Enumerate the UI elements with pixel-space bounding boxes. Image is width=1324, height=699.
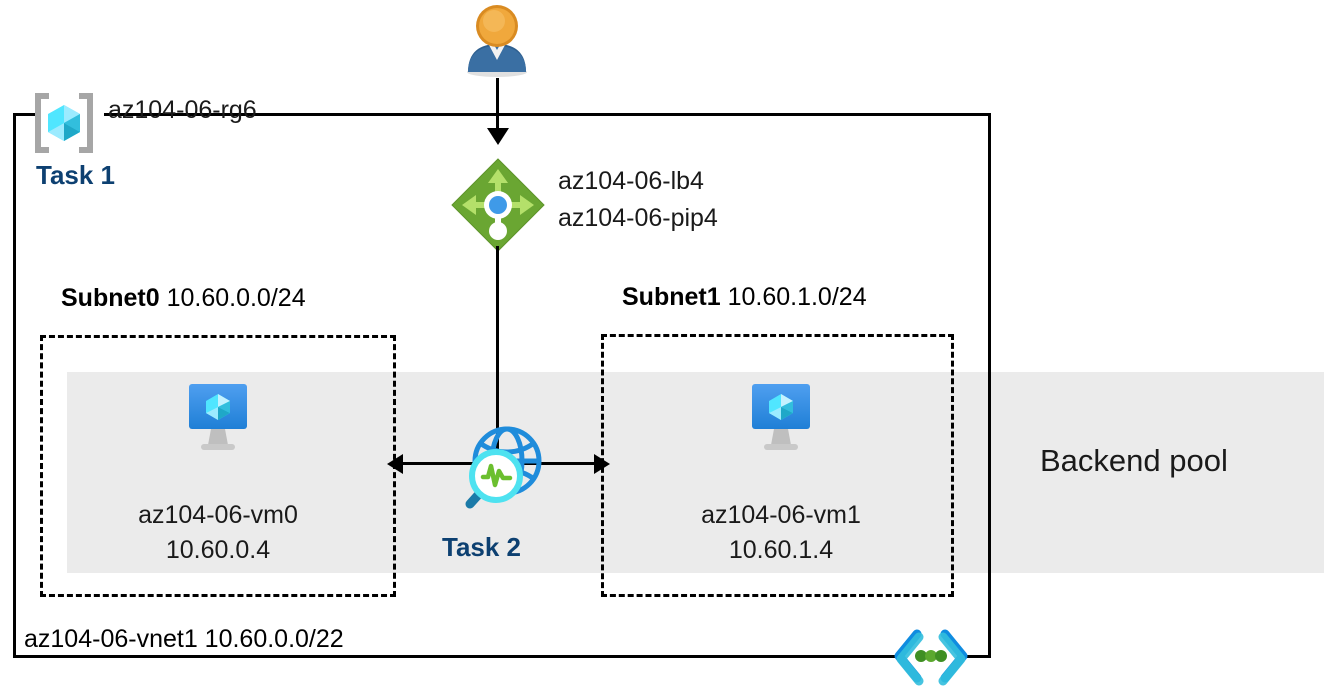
user-to-lb-arrowhead (487, 128, 509, 145)
virtual-network-icon (893, 626, 969, 686)
subnet0-title: Subnet0 10.60.0.0/24 (61, 284, 306, 313)
backend-pool-label: Backend pool (1040, 443, 1228, 478)
task-2-label: Task 2 (442, 532, 522, 562)
virtual-machine-icon (740, 382, 822, 456)
resource-group-border-top-right (104, 113, 991, 116)
subnet1-name: Subnet1 (622, 283, 721, 311)
virtual-machine-icon (177, 382, 259, 456)
backend-pool-band (67, 372, 1324, 573)
resource-group-border-bottom-left (13, 655, 895, 658)
resource-group-border-bottom-right (966, 655, 991, 658)
subnet0-name: Subnet0 (61, 284, 160, 312)
vnet-label: az104-06-vnet1 10.60.0.0/22 (24, 625, 344, 653)
load-balancer-labels: az104-06-lb4 az104-06-pip4 (558, 163, 718, 237)
load-balancer-name: az104-06-lb4 (558, 167, 704, 195)
resource-group-name: az104-06-rg6 (108, 96, 257, 124)
subnet1-cidr: 10.60.1.0/24 (727, 283, 867, 311)
public-ip-name: az104-06-pip4 (558, 204, 718, 232)
vm1-name: az104-06-vm1 (701, 501, 861, 529)
resource-group-icon (33, 92, 95, 154)
subnet0-cidr: 10.60.0.0/24 (166, 284, 306, 312)
resource-group-border-right (988, 113, 991, 658)
subnet-connectivity-arrowhead-right (594, 454, 610, 474)
vm0-labels: az104-06-vm0 10.60.0.4 (68, 498, 368, 568)
vm1-labels: az104-06-vm1 10.60.1.4 (631, 498, 931, 568)
task-1-label: Task 1 (36, 160, 116, 190)
vm0-ip: 10.60.0.4 (165, 536, 271, 564)
vm1-ip: 10.60.1.4 (728, 536, 834, 564)
user-icon (458, 2, 536, 78)
lb-to-network-line (496, 246, 499, 468)
load-balancer-icon (448, 155, 548, 255)
user-to-lb-line (496, 78, 499, 134)
resource-group-border-left (13, 113, 16, 658)
network-watcher-icon (452, 420, 548, 516)
resource-group-border-top-left (13, 113, 35, 116)
subnet1-title: Subnet1 10.60.1.0/24 (622, 283, 867, 312)
vm0-name: az104-06-vm0 (138, 501, 298, 529)
subnet-connectivity-arrowhead-left (387, 454, 403, 474)
